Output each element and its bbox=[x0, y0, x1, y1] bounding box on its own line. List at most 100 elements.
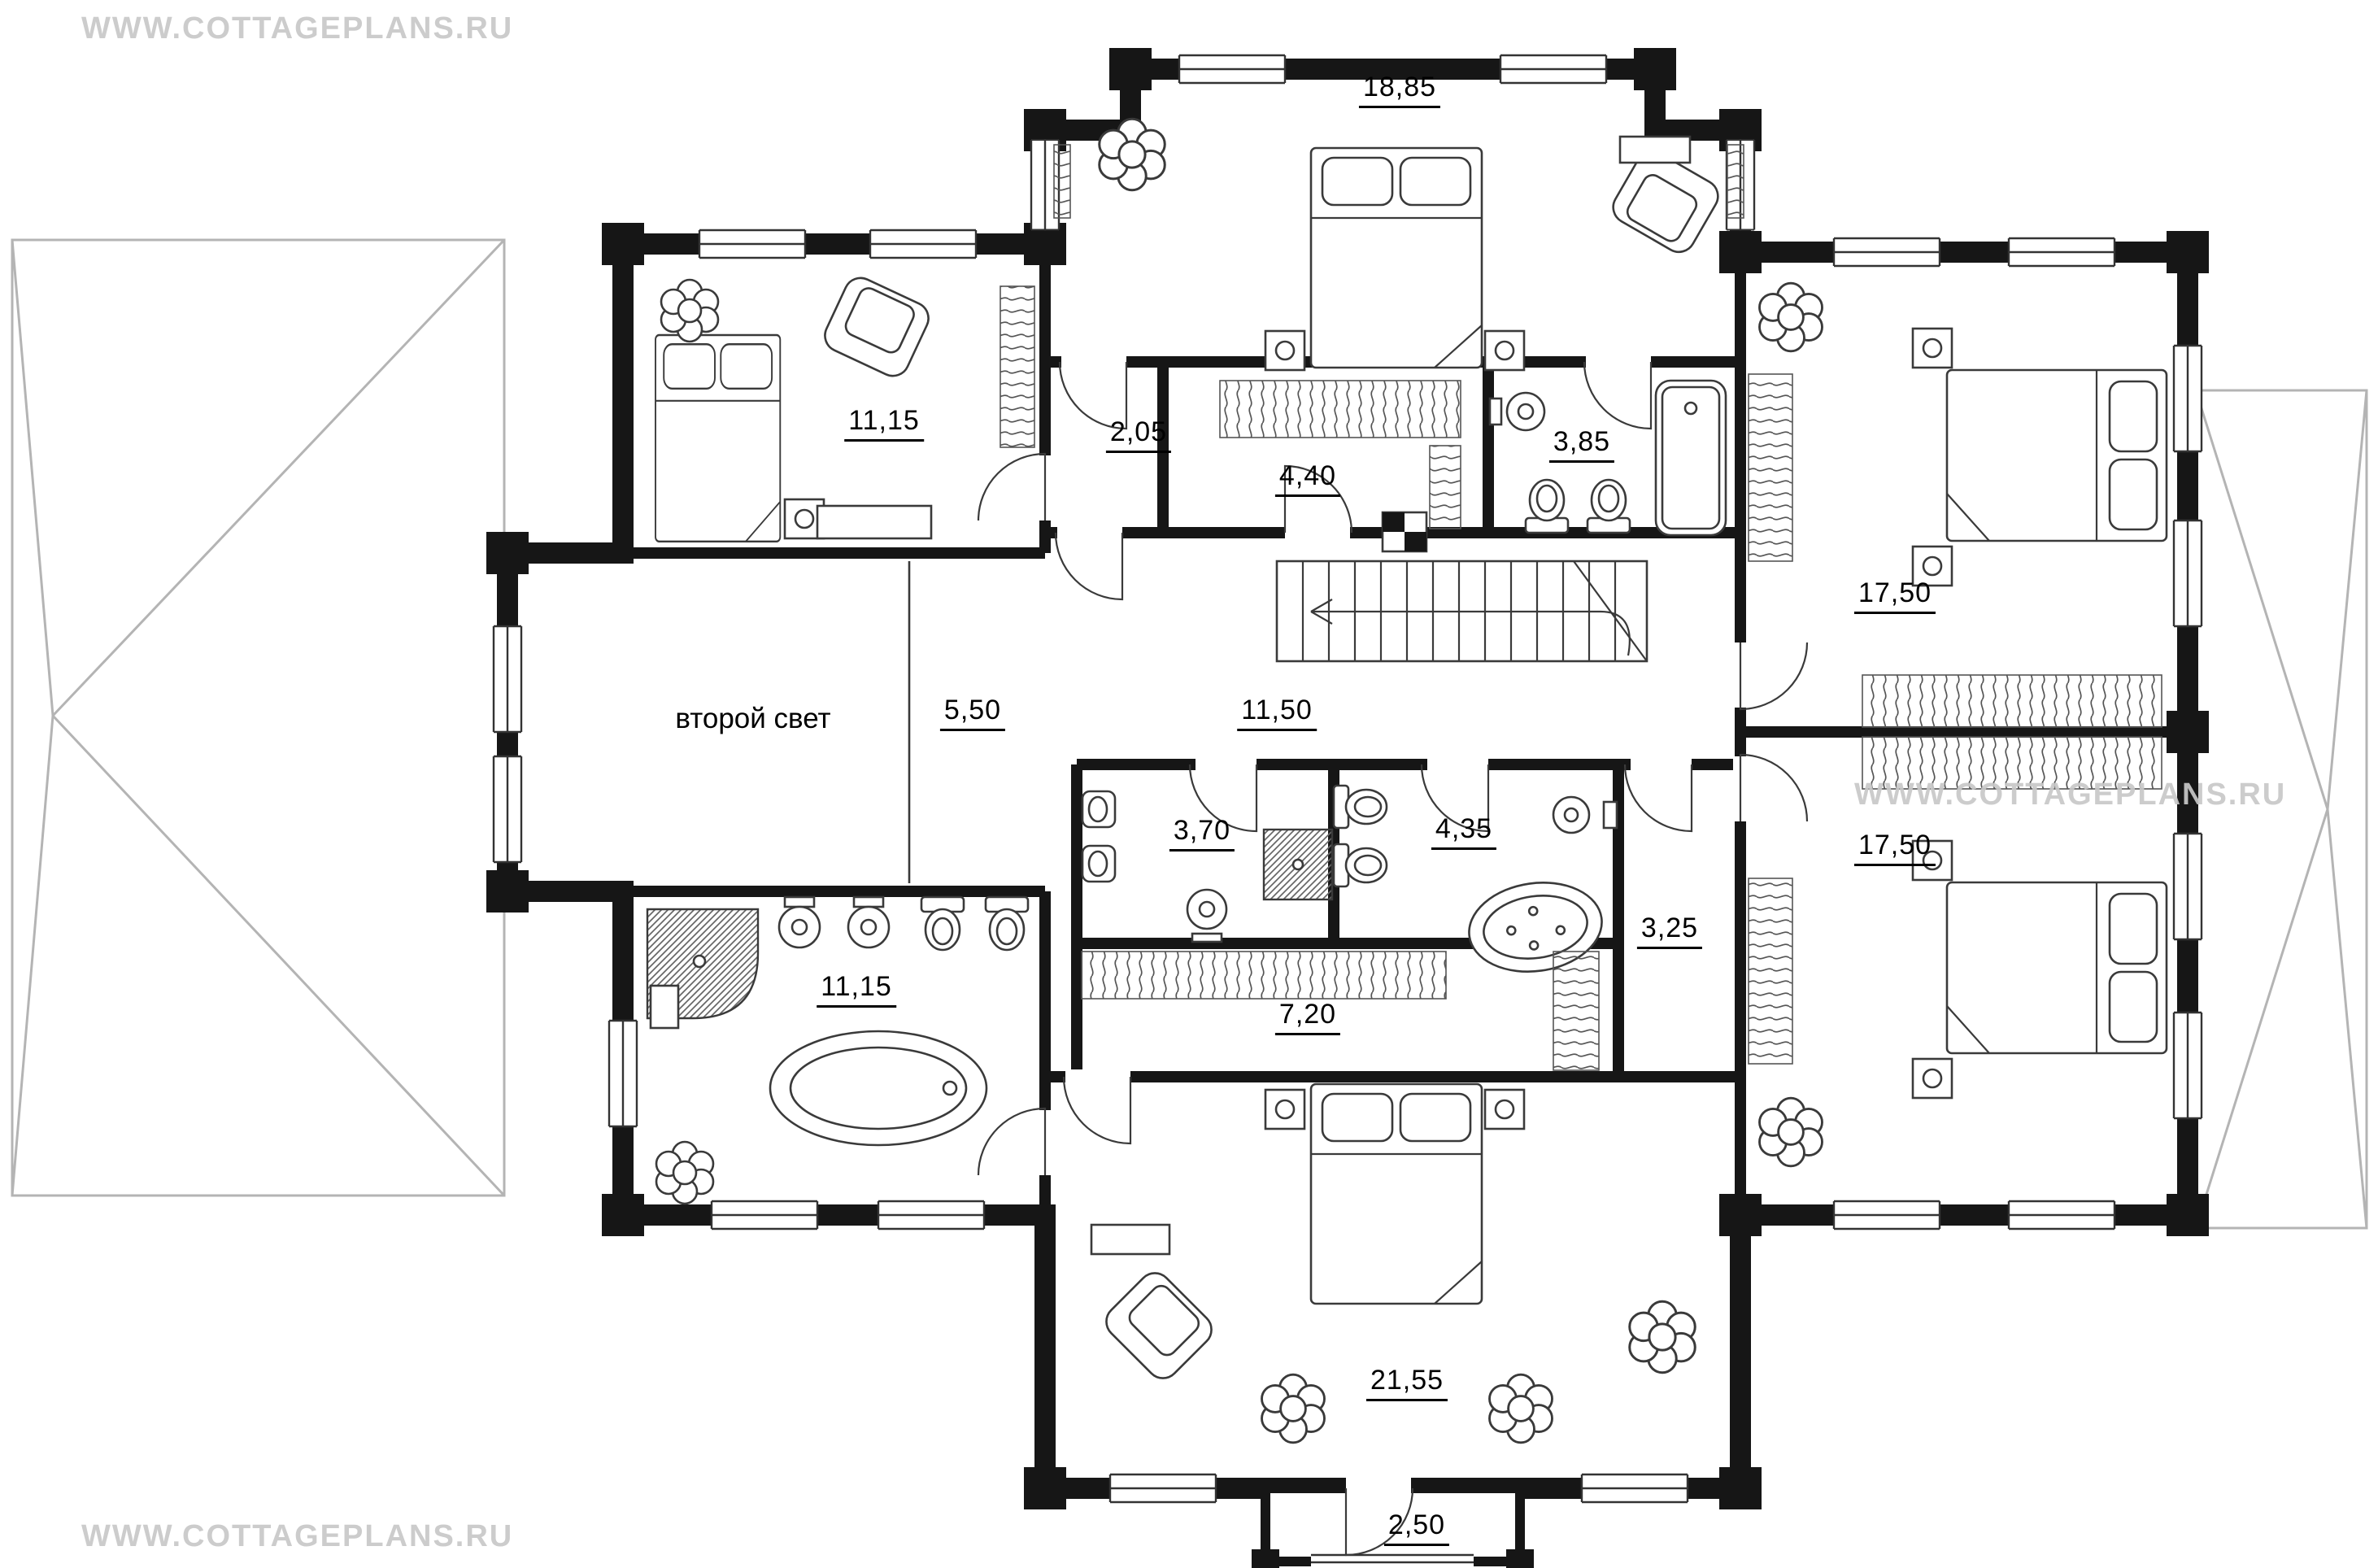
balcony-glazing bbox=[1311, 1553, 1474, 1568]
window bbox=[2007, 1200, 2116, 1230]
watermark-middle-right: WWW.COTTAGEPLANS.RU bbox=[1854, 777, 2287, 812]
toilet-icon bbox=[1586, 478, 1631, 534]
wardrobe-icon bbox=[1219, 380, 1461, 438]
wardrobe-icon bbox=[1553, 951, 1600, 1071]
bedroom-right-top-furniture bbox=[1748, 281, 2168, 728]
plant-icon bbox=[1261, 1373, 1326, 1444]
plant-icon bbox=[1758, 1096, 1823, 1168]
single-bed-icon bbox=[654, 333, 782, 543]
wardrobe-icon bbox=[1081, 951, 1447, 1000]
plant-icon bbox=[1098, 117, 1166, 192]
window bbox=[1832, 1200, 1941, 1230]
radiator-icon bbox=[1727, 144, 1744, 219]
window bbox=[698, 229, 807, 259]
plant-icon bbox=[1758, 281, 1823, 353]
void-room-label: второй свет bbox=[675, 703, 831, 734]
double-bed-icon bbox=[1945, 881, 2168, 1055]
nightstand-icon bbox=[1911, 1057, 1953, 1100]
window bbox=[710, 1200, 819, 1230]
area-label-bathroom-mid-right: 4,35 bbox=[1431, 813, 1497, 850]
window bbox=[1832, 237, 1941, 268]
window bbox=[1178, 54, 1287, 85]
shelf bbox=[1618, 135, 1692, 164]
roof-outline-right bbox=[2194, 389, 2368, 1230]
plant-icon bbox=[655, 1140, 715, 1205]
roof-outline-left bbox=[11, 238, 506, 1197]
area-label-bedroom-right-bottom: 17,50 bbox=[1853, 830, 1936, 866]
stair-direction-arrow bbox=[1310, 599, 1631, 656]
window bbox=[2172, 832, 2203, 941]
area-label-dressing: 7,20 bbox=[1274, 999, 1341, 1035]
radiator-icon bbox=[1053, 144, 1071, 219]
window bbox=[492, 755, 523, 864]
area-label-closet-right: 3,25 bbox=[1636, 912, 1703, 949]
area-label-bedroom-left-top: 11,15 bbox=[844, 405, 924, 442]
toilet-icon bbox=[1332, 843, 1388, 888]
bedroom-bottom-furniture bbox=[1090, 1082, 1696, 1444]
area-label-bathroom-mid-left: 3,70 bbox=[1169, 815, 1235, 852]
area-label-bedroom-top: 18,85 bbox=[1358, 72, 1441, 108]
plant-icon bbox=[1628, 1300, 1696, 1374]
bathroom-left-bottom-furniture bbox=[646, 895, 1030, 1205]
window bbox=[1499, 54, 1608, 85]
double-bed-icon bbox=[1309, 1082, 1483, 1305]
washer-icon bbox=[649, 984, 680, 1030]
window bbox=[608, 1019, 638, 1128]
windows bbox=[492, 54, 2203, 1568]
nightstand-icon bbox=[1911, 327, 1953, 369]
nightstand-icon bbox=[1264, 329, 1306, 372]
wardrobe-icon bbox=[1000, 285, 1035, 448]
bathtub-icon bbox=[1654, 379, 1727, 537]
wardrobe-icon bbox=[1748, 373, 1793, 562]
area-label-bathroom-left-bottom: 11,15 bbox=[817, 971, 896, 1008]
area-label-wardrobe: 4,40 bbox=[1274, 460, 1341, 497]
wall-pilasters bbox=[486, 48, 2209, 1568]
bidet-icon bbox=[920, 895, 965, 952]
tv-stand bbox=[1090, 1223, 1171, 1256]
watermark-top-left: WWW.COTTAGEPLANS.RU bbox=[81, 11, 514, 46]
nightstand-icon bbox=[1483, 1088, 1526, 1130]
nightstand-icon bbox=[1483, 329, 1526, 372]
watermark-bottom-left: WWW.COTTAGEPLANS.RU bbox=[81, 1519, 514, 1553]
area-label-bedroom-bottom: 21,55 bbox=[1365, 1365, 1448, 1401]
bathroom-top-furniture bbox=[1488, 379, 1727, 537]
window bbox=[869, 229, 978, 259]
wardrobe-icon bbox=[1862, 674, 2162, 728]
wardrobe-icon bbox=[1748, 878, 1793, 1065]
bathroom-mid-left-furniture bbox=[1081, 790, 1334, 943]
window bbox=[492, 625, 523, 734]
wardrobe-icon bbox=[1429, 445, 1461, 529]
bathroom-mid-right-furniture bbox=[1332, 784, 1618, 973]
wardrobe-room-furniture bbox=[1219, 380, 1461, 553]
wardrobe-icon bbox=[1862, 736, 2162, 790]
sink-icon bbox=[1081, 790, 1117, 829]
area-label-corridor: 2,05 bbox=[1105, 416, 1172, 453]
sink-icon bbox=[1081, 844, 1117, 883]
double-bed-icon bbox=[1945, 368, 2168, 542]
area-label-bathroom-top: 3,85 bbox=[1548, 426, 1615, 463]
toilet-icon bbox=[1332, 784, 1388, 830]
bedroom-left-top-furniture bbox=[654, 271, 1035, 543]
bathtub-icon bbox=[769, 1030, 988, 1147]
window bbox=[2172, 1011, 2203, 1120]
window bbox=[1108, 1473, 1217, 1504]
staircase bbox=[1275, 560, 1648, 663]
window bbox=[2172, 344, 2203, 453]
window bbox=[1580, 1473, 1689, 1504]
vent-shaft bbox=[1381, 511, 1428, 553]
bedroom-right-bottom-furniture bbox=[1748, 736, 2168, 1168]
nightstand-icon bbox=[1264, 1088, 1306, 1130]
plant-icon bbox=[660, 278, 720, 343]
area-label-hall: 11,50 bbox=[1237, 695, 1317, 731]
area-label-hall-landing: 5,50 bbox=[939, 695, 1006, 731]
toilet-icon bbox=[984, 895, 1030, 952]
window bbox=[2172, 519, 2203, 628]
toilet-icon bbox=[1524, 478, 1570, 534]
dressing-furniture bbox=[1081, 951, 1600, 1071]
sink-icon bbox=[1488, 397, 1503, 426]
bedroom-top-furniture bbox=[1053, 117, 1744, 372]
plant-icon bbox=[1488, 1373, 1553, 1444]
window bbox=[877, 1200, 986, 1230]
